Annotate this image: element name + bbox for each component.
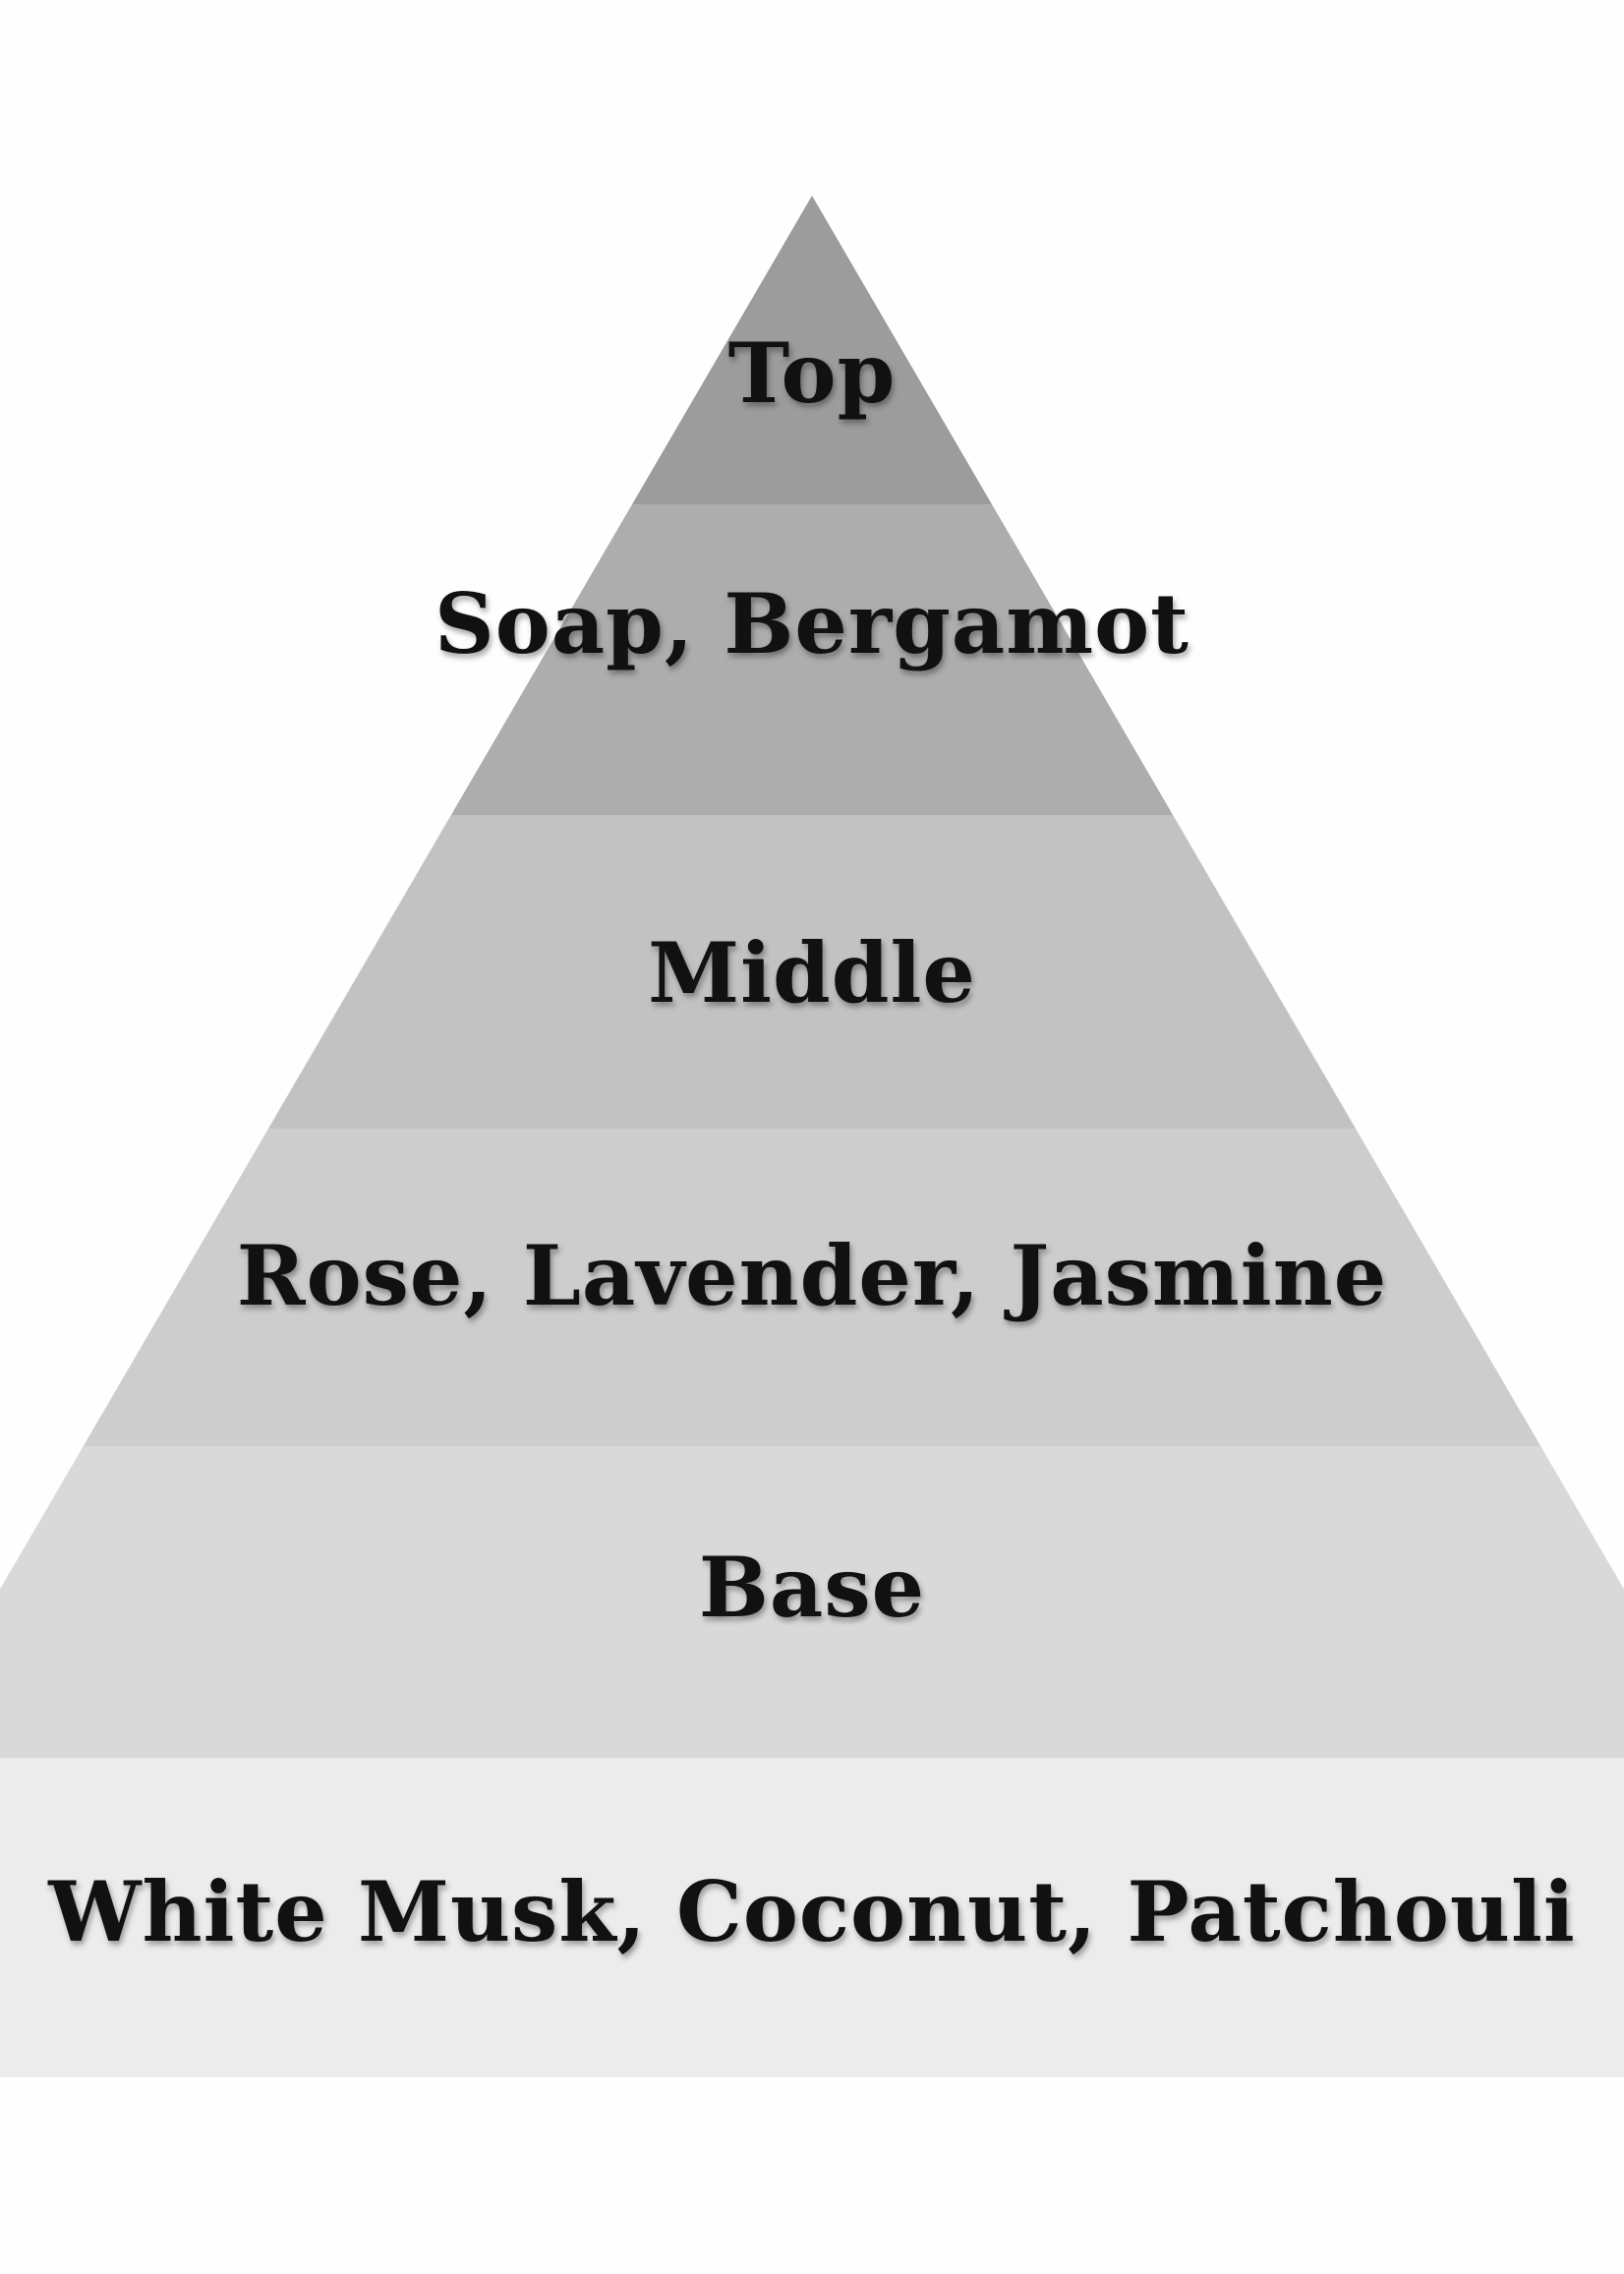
middle-notes-label: Rose, Lavender, Jasmine [236,1227,1388,1324]
level-base-label: Base [698,1539,926,1636]
base-notes-label: White Musk, Coconut, Patchouli [48,1863,1576,1960]
band-middle-notes [0,1129,1624,1446]
top-notes-label: Soap, Bergamot [435,575,1189,672]
level-middle-label: Middle [648,924,976,1021]
band-base [0,1446,1624,1758]
band-base-notes [0,1758,1624,2077]
level-top-label: Top [727,324,897,422]
